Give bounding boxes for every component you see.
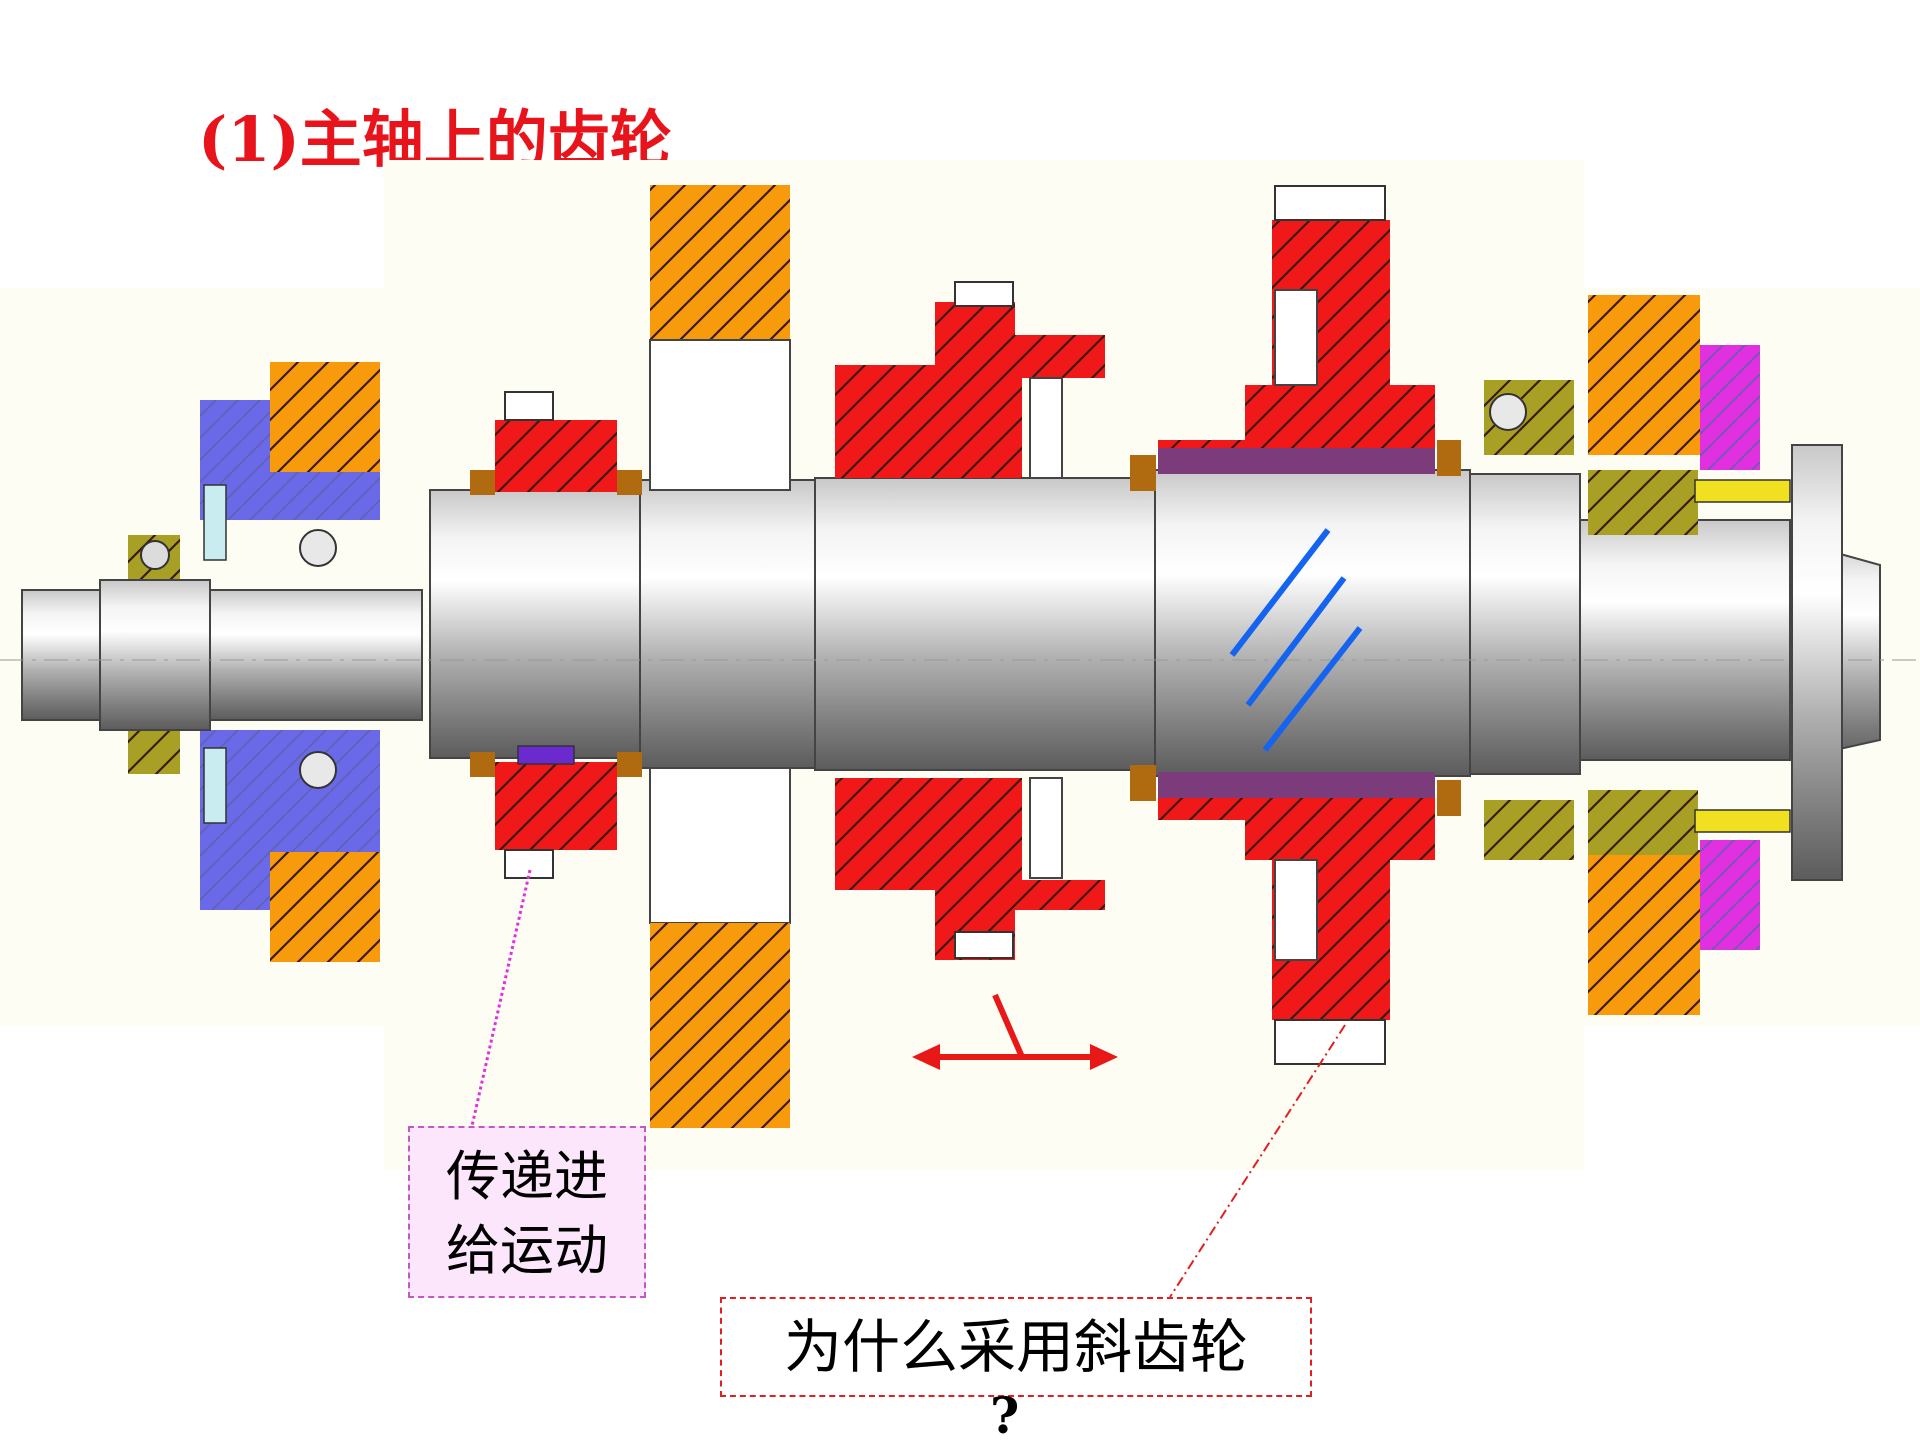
helix-line-2	[1245, 576, 1347, 707]
feed-callout-leader	[470, 869, 532, 1127]
sleeve-purple-bottom	[1158, 772, 1435, 798]
gear-shift-arrow	[912, 993, 1118, 1070]
right-bearing-housing	[1484, 295, 1843, 1015]
large-orange-gear	[649, 185, 791, 1128]
spindle-body-1	[429, 489, 641, 759]
helix-line-3	[1262, 626, 1363, 752]
spindle-body-3	[814, 477, 1156, 771]
question-mark: ?	[990, 1386, 1020, 1445]
spindle-flange	[1791, 444, 1843, 881]
spindle-body-5	[1469, 473, 1581, 775]
helical-gear-question-callout: 为什么采用斜齿轮	[720, 1297, 1312, 1397]
spindle-body-2	[639, 479, 816, 769]
feed-callout-line2: 给运动	[446, 1219, 608, 1282]
feed-gear-left	[470, 391, 642, 879]
helical-callout-leader	[1169, 1024, 1346, 1298]
gear-key	[517, 745, 575, 765]
sleeve-purple-top	[1158, 448, 1435, 474]
left-input-shaft	[21, 589, 423, 721]
feed-callout-line1: 传递进	[446, 1145, 608, 1208]
feed-motion-callout: 传递进 给运动	[408, 1126, 646, 1298]
main-spindle	[0, 469, 1920, 777]
helical-gear	[1130, 185, 1461, 1065]
helix-line-1	[1229, 528, 1331, 657]
spindle-nose	[1579, 519, 1791, 761]
left-bearing-housing	[128, 362, 380, 962]
sliding-gear-middle	[835, 281, 1105, 960]
